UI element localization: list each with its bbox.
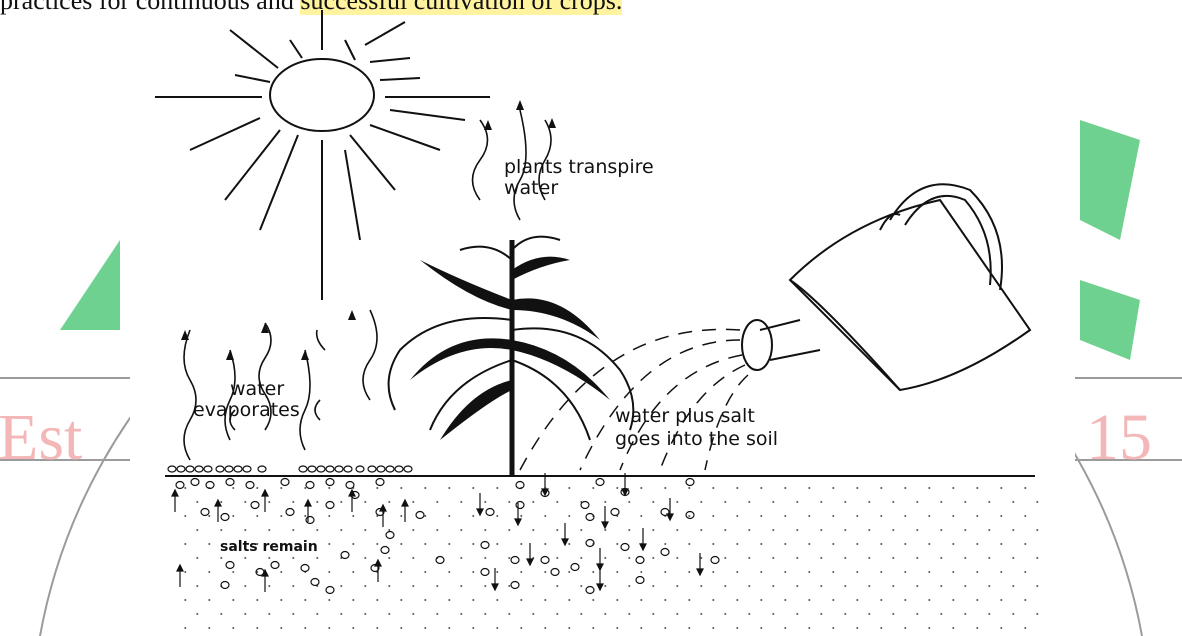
evaporation-arrowheads [181, 100, 556, 360]
salt-crust [168, 466, 412, 472]
label-water: water [230, 378, 284, 400]
label-plants-transpire: plants transpire [504, 156, 654, 178]
label-plants-transpire-water: water [504, 177, 558, 199]
soil-dots [184, 487, 1038, 629]
soil-salts [172, 473, 719, 594]
sun-icon [155, 10, 490, 300]
label-evaporates: evaporates [193, 399, 300, 421]
label-goes-into-soil: goes into the soil [615, 428, 778, 450]
watering-can-icon [742, 184, 1030, 390]
label-water-plus-salt: water plus salt [615, 405, 755, 427]
label-salts-remain: salts remain [220, 539, 318, 555]
maize-plant-icon [389, 237, 634, 475]
